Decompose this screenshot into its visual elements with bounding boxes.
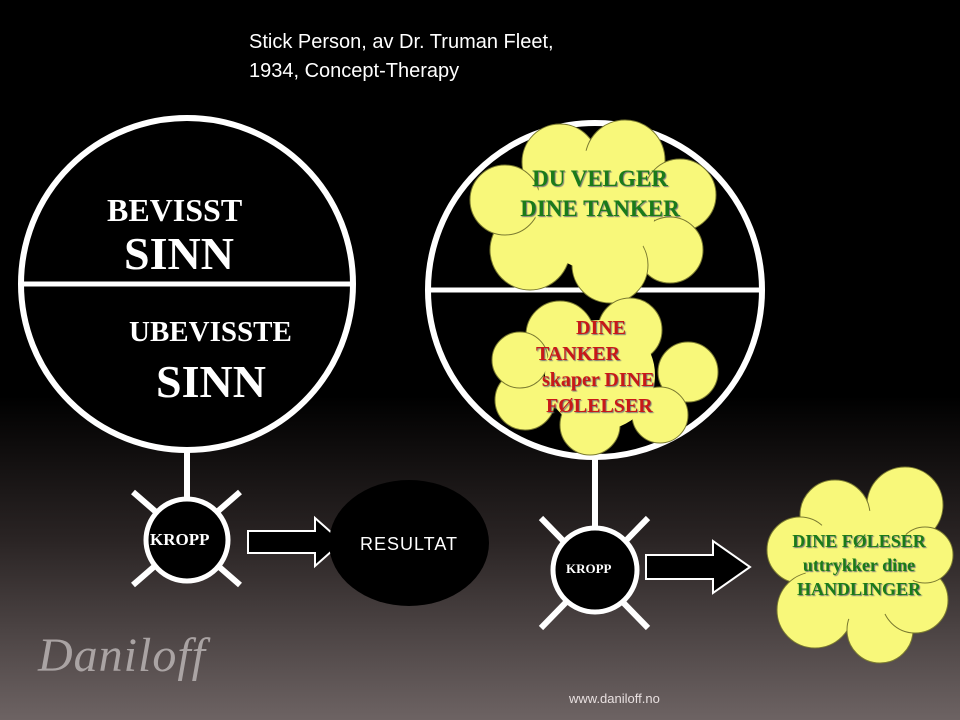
- cloud-top-line-1: DU VELGER: [532, 166, 668, 191]
- cloud-mid-line-3: skaper DINE: [542, 369, 655, 391]
- slide-title: Stick Person, av Dr. Truman Fleet, 1934,…: [249, 28, 554, 86]
- cloud-top-text: DU VELGER DINE TANKER: [500, 164, 700, 224]
- right-body-circle: [550, 525, 640, 615]
- resultat-label: RESULTAT: [360, 534, 459, 554]
- left-stick-person: [18, 115, 489, 606]
- left-kropp-label: KROPP: [150, 530, 210, 549]
- daniloff-logo: Daniloff: [38, 629, 207, 682]
- bevisst-label: BEVISST: [107, 192, 243, 228]
- cloud-middle-text: DINE TANKER skaper DINE FØLELSER: [536, 315, 672, 419]
- footer-url[interactable]: www.daniloff.no: [569, 691, 660, 706]
- title-line-1: Stick Person, av Dr. Truman Fleet,: [249, 31, 554, 53]
- right-stick-person: [425, 119, 954, 664]
- cloud-mid-line-1: DINE: [576, 317, 627, 339]
- cloud-mid-line-2: TANKER: [536, 343, 621, 365]
- cloud-top: [469, 119, 717, 304]
- cloud-mid-line-4: FØLELSER: [546, 395, 653, 417]
- cloud-middle: [491, 297, 719, 456]
- cloud-right-text: DINE FØLESER uttrykker dine HANDLINGER: [770, 529, 948, 601]
- sinn-upper-label: SINN: [124, 228, 234, 279]
- left-body-circle: [143, 496, 231, 584]
- cloud-right-line-1: DINE FØLESER: [792, 531, 926, 551]
- cloud-top-line-2: DINE TANKER: [520, 196, 680, 221]
- ubevisste-label: UBEVISSTE: [129, 316, 292, 348]
- cloud-right-line-2: uttrykker dine: [802, 555, 916, 575]
- right-kropp-label: KROPP: [566, 561, 612, 576]
- cloud-right: [766, 466, 954, 664]
- title-line-2: 1934, Concept-Therapy: [249, 60, 460, 82]
- sinn-lower-label: SINN: [156, 356, 266, 407]
- cloud-right-line-3: HANDLINGER: [796, 579, 921, 599]
- left-arrow: [247, 515, 344, 569]
- right-arrow: [645, 539, 752, 595]
- result-ellipse: [329, 480, 489, 606]
